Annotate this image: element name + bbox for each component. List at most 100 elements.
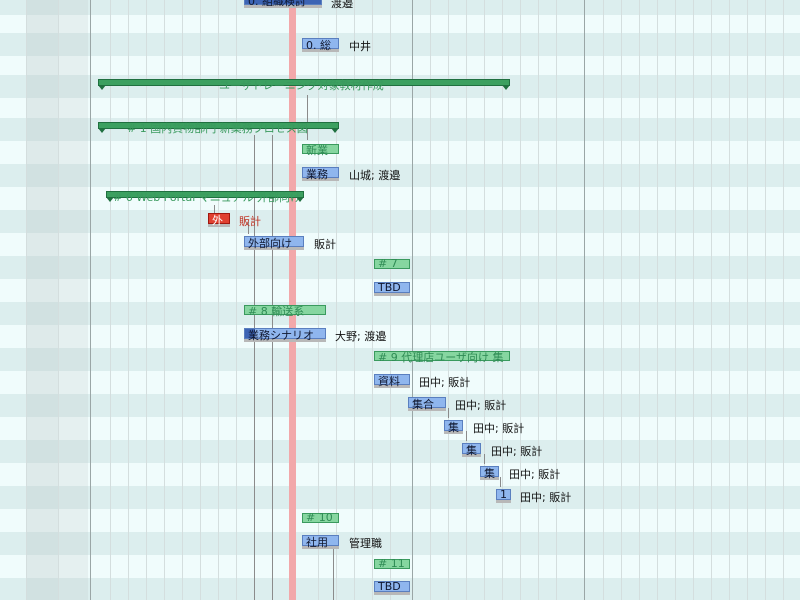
day-gridline xyxy=(484,0,485,600)
task-bar[interactable]: 0. 総 xyxy=(302,38,339,52)
task-resource: 販計 xyxy=(314,238,336,251)
gantt-row xyxy=(0,532,800,555)
day-gridline xyxy=(318,0,319,600)
task-resource: 大野; 渡邉 xyxy=(335,330,387,343)
dependency-line xyxy=(248,222,249,234)
task-label: 集 xyxy=(466,444,477,457)
week-gridline xyxy=(412,0,413,600)
task-label: 外部向け xyxy=(248,237,292,250)
day-gridline xyxy=(502,0,503,600)
task-label: 0. 組織検討 xyxy=(248,0,306,8)
day-gridline xyxy=(538,0,539,600)
summary-label: # 1 国内貨物部門 新業務プロセス図 xyxy=(127,122,308,135)
day-gridline xyxy=(603,0,604,600)
task-bar[interactable]: 集 xyxy=(462,443,481,457)
task-bar[interactable]: 社用 xyxy=(302,535,339,549)
gantt-row xyxy=(0,463,800,486)
day-gridline xyxy=(783,0,784,600)
day-gridline xyxy=(110,0,111,600)
summary-label: # 10 xyxy=(306,511,333,524)
day-gridline xyxy=(675,0,676,600)
task-bar[interactable]: 業務シナリオ xyxy=(244,328,326,342)
day-gridline xyxy=(693,0,694,600)
gantt-row xyxy=(0,302,800,325)
summary-bar[interactable]: # 11 xyxy=(374,557,410,570)
task-resource: 田中; 販計 xyxy=(491,445,543,458)
task-label: 集合 xyxy=(412,398,434,411)
task-label: 1 xyxy=(500,488,507,501)
day-gridline xyxy=(711,0,712,600)
task-resource: 田中; 販計 xyxy=(520,491,572,504)
day-gridline xyxy=(390,0,391,600)
dependency-line xyxy=(307,95,308,140)
week-gridline xyxy=(90,0,91,600)
gantt-row xyxy=(0,210,800,233)
task-label: TBD xyxy=(378,281,401,294)
task-label: 業務シナリオ xyxy=(248,329,314,342)
dependency-line xyxy=(484,454,485,464)
task-bar[interactable]: TBD xyxy=(374,281,410,294)
today-marker xyxy=(289,0,296,600)
day-gridline xyxy=(556,0,557,600)
task-label: 集 xyxy=(448,421,459,434)
gantt-row xyxy=(0,509,800,532)
task-label: 資料 xyxy=(378,375,400,388)
day-gridline xyxy=(466,0,467,600)
task-label: 社用 xyxy=(306,536,328,549)
task-bar[interactable]: 集 xyxy=(444,420,463,434)
task-bar[interactable]: 集合 xyxy=(408,397,446,411)
task-bar[interactable]: 新業 xyxy=(302,144,339,157)
task-bar[interactable]: 業務 xyxy=(302,167,339,181)
gantt-row xyxy=(0,394,800,417)
dependency-line xyxy=(214,205,215,214)
task-label: TBD xyxy=(378,580,401,593)
summary-bar[interactable]: # 7 xyxy=(374,257,410,270)
task-resource: 渡邉 xyxy=(331,0,353,10)
task-bar[interactable]: 0. 組織検討 xyxy=(244,0,322,8)
task-resource: 山城; 渡邉 xyxy=(349,169,401,182)
task-bar[interactable]: 外部向け xyxy=(244,236,304,250)
task-resource: 販計 xyxy=(239,215,261,228)
task-label: 0. 総 xyxy=(306,39,331,52)
gantt-row xyxy=(0,440,800,463)
task-resource: 田中; 販計 xyxy=(455,399,507,412)
day-gridline xyxy=(657,0,658,600)
dependency-line xyxy=(500,477,501,487)
day-gridline xyxy=(182,0,183,600)
summary-label: # 6 Web Portal マニュアル 外部向け xyxy=(113,191,301,204)
day-gridline xyxy=(621,0,622,600)
summary-bar[interactable]: # 1 国内貨物部門 新業務プロセス図 xyxy=(98,122,339,135)
task-label: 新業 xyxy=(306,144,328,157)
day-gridline xyxy=(729,0,730,600)
task-bar[interactable]: 集 xyxy=(480,466,499,480)
task-label: 外 xyxy=(212,214,223,227)
summary-bar[interactable]: # 10 xyxy=(302,511,339,524)
day-gridline xyxy=(639,0,640,600)
summary-label: # 11 xyxy=(378,557,405,570)
day-gridline xyxy=(448,0,449,600)
task-resource: 管理職 xyxy=(349,537,382,550)
week-gridline xyxy=(584,0,585,600)
task-progress xyxy=(245,0,321,4)
gantt-row xyxy=(0,0,800,15)
day-gridline xyxy=(128,0,129,600)
summary-bar[interactable]: ユーザトレーニング対象教材作成 xyxy=(98,79,510,92)
task-bar-late[interactable]: 外 xyxy=(208,213,230,227)
task-bar[interactable]: 資料 xyxy=(374,374,410,388)
day-gridline xyxy=(747,0,748,600)
summary-label: # 7 xyxy=(378,257,398,270)
day-gridline xyxy=(200,0,201,600)
summary-bar[interactable]: # 9 代理店ユーザ向け 集 xyxy=(374,351,510,364)
gantt-row xyxy=(0,417,800,440)
task-progress xyxy=(245,329,255,338)
task-bar[interactable]: TBD xyxy=(374,580,410,593)
summary-bar[interactable]: # 6 Web Portal マニュアル 外部向け xyxy=(106,191,304,204)
summary-bar[interactable]: # 8 輸送系 xyxy=(244,305,326,318)
gantt-row xyxy=(0,486,800,509)
day-gridline xyxy=(336,0,337,600)
task-bar[interactable]: 1 xyxy=(496,488,511,501)
day-gridline xyxy=(520,0,521,600)
day-gridline xyxy=(164,0,165,600)
day-gridline xyxy=(354,0,355,600)
